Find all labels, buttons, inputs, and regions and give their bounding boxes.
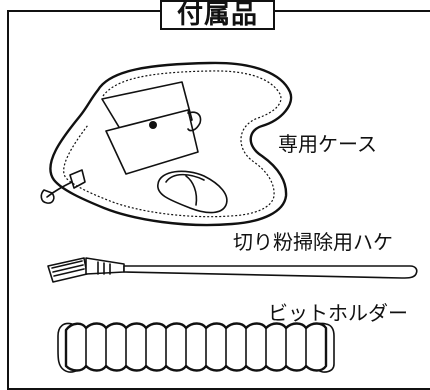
title-label: 付属品 [160, 0, 275, 30]
bit-holder-label: ビットホルダー [268, 301, 408, 325]
bit-holder-illustration [57, 322, 335, 373]
case-illustration [40, 61, 293, 227]
brush-illustration [47, 257, 418, 283]
accessory-illustrations [40, 61, 418, 373]
case-label: 専用ケース [278, 132, 377, 156]
brush-label: 切り粉掃除用ハケ [233, 230, 393, 254]
